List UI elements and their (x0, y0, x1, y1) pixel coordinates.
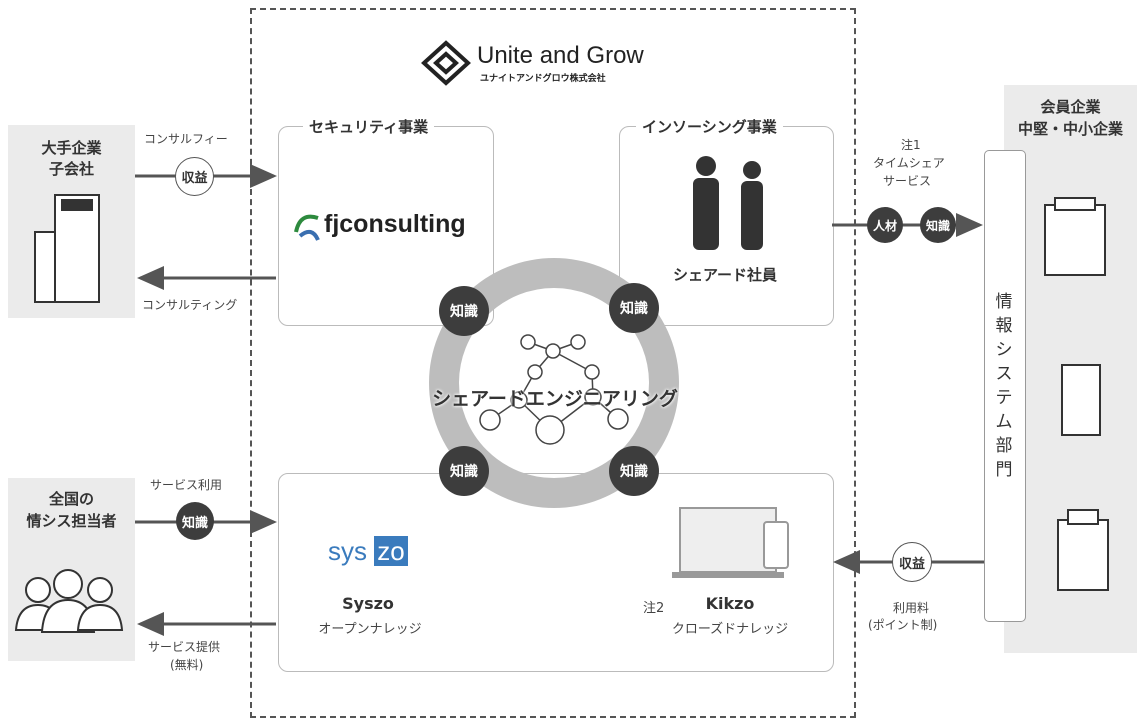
knowledge-badge-right: 知識 (920, 207, 956, 243)
it-staff-title-1: 全国の (48, 490, 94, 508)
revenue-badge-right: 収益 (892, 542, 932, 582)
knowledge-node-tr: 知識 (609, 283, 659, 333)
people-icon (14, 569, 124, 633)
company-name-kana: ユナイトアンドグロウ株式会社 (480, 74, 606, 84)
syszo-name: Syszo (342, 594, 394, 613)
dept-char: 門 (995, 460, 1013, 480)
service-use-label: サービス利用 (150, 478, 223, 492)
shared-staff-caption: シェアード社員 (672, 266, 778, 284)
fj-logo-icon (294, 214, 320, 241)
timeshare-label-2: サービス (883, 174, 932, 188)
dept-char: テ (995, 388, 1013, 408)
building-icon-right-1 (1044, 197, 1106, 276)
dept-char: 情 (995, 292, 1013, 312)
dept-char: シ (995, 340, 1013, 360)
dept-char: ム (995, 412, 1013, 432)
cycle-ring (429, 258, 679, 508)
dept-char: ス (995, 364, 1013, 384)
building-icon-right-2 (1061, 364, 1101, 436)
it-dept-box (984, 150, 1026, 622)
building-icon-right-3 (1057, 509, 1109, 591)
insourcing-label: インソーシング事業 (636, 116, 783, 137)
usage-fee-label: 利用料 (893, 601, 930, 615)
member-company-title-1: 会員企業 (1040, 98, 1101, 116)
note1-label: 注1 (901, 138, 921, 152)
company-name: Unite and Grow (477, 42, 644, 69)
dept-char: 報 (995, 316, 1013, 336)
kikzo-sub: クローズドナレッジ (671, 622, 789, 637)
large-company-title-2: 子会社 (48, 160, 94, 178)
staff-silhouettes-icon (693, 156, 763, 250)
kikzo-name: Kikzo (705, 594, 755, 613)
it-staff-title-2: 情シス担当者 (26, 512, 117, 530)
large-company-title-1: 大手企業 (41, 139, 102, 157)
knowledge-badge-left: 知識 (176, 502, 214, 540)
dept-char: 部 (995, 436, 1013, 456)
knowledge-node-bl: 知識 (439, 446, 489, 496)
syszo-logo-a: sys (328, 536, 367, 566)
revenue-badge-left: 収益 (175, 157, 214, 196)
kikzo-devices-icon (672, 507, 789, 578)
talent-badge: 人材 (867, 207, 903, 243)
fj-brand-text: fjconsulting (324, 210, 466, 238)
it-dept-label: 情 報 シ ス テ ム 部 門 (984, 290, 1024, 482)
free-label: (無料) (170, 658, 204, 672)
knowledge-node-tl: 知識 (439, 286, 489, 336)
knowledge-node-br: 知識 (609, 446, 659, 496)
kikzo-note: 注2 (643, 601, 665, 616)
point-label: (ポイント制) (868, 618, 938, 632)
member-company-title-2: 中堅・中小企業 (1017, 120, 1123, 138)
insourcing-box (619, 126, 834, 326)
shared-engineering-label: シェアードエンジニアリング (432, 388, 678, 410)
service-provide-label: サービス提供 (148, 640, 221, 654)
building-icon-left (34, 194, 100, 303)
consult-fee-label: コンサルフィー (144, 132, 228, 146)
consulting-label: コンサルティング (142, 298, 238, 312)
security-label: セキュリティ事業 (303, 116, 435, 137)
company-frame (250, 8, 856, 718)
unite-grow-logo-icon (421, 40, 471, 86)
syszo-sub: オープンナレッジ (318, 622, 422, 637)
timeshare-label-1: タイムシェア (873, 156, 945, 170)
syszo-logo-b: zo (374, 536, 408, 566)
syszo-logo: sys zo (328, 536, 408, 567)
